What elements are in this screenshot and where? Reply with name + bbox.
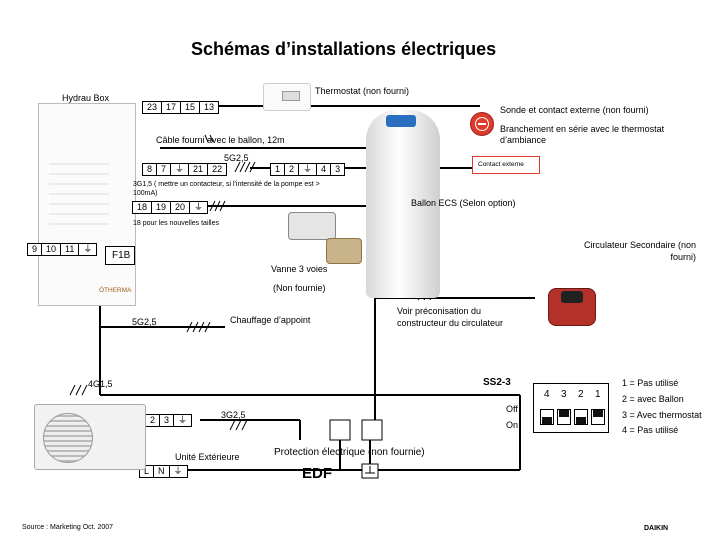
outdoor-unit-image (34, 404, 146, 470)
sonde-stop-icon (470, 112, 494, 136)
appoint-5g25-label: 5G2,5 (132, 317, 157, 327)
circulateur-pump-icon (548, 288, 596, 326)
dip-switch-block: 4 3 2 1 (533, 383, 609, 433)
thermostat-label: Thermostat (non fourni) (315, 86, 410, 96)
dip-legend-4: 4 = Pas utilisé (622, 425, 679, 435)
f1b-box: F1B (105, 246, 135, 265)
sonde-label: Sonde et contact externe (non fourni) (500, 105, 649, 115)
dip-legend-1: 1 = Pas utilisé (622, 378, 679, 388)
ballon-ecs-tank (366, 110, 440, 298)
outdoor-4g15-label: 4G1,5 (88, 379, 113, 389)
vanne-label: Vanne 3 voies (271, 264, 328, 274)
ballon-ecs-label: Ballon ECS (Selon option) (411, 198, 516, 208)
contact-externe-box: Contact externe (472, 156, 540, 174)
daikin-badge-icon (386, 115, 416, 127)
contacteur-note: 3G1,5 ( mettre un contacteur, si l'inten… (133, 181, 320, 198)
hydrau-box-brand: ÖTHERMA (99, 287, 132, 294)
terminal-strip-mid-right: 1 2 ⏚ 4 3 (270, 163, 346, 176)
terminal-strip-outdoor-bottom: L N ⏚ (139, 465, 188, 478)
vanne-motor-icon (288, 212, 336, 240)
on-label: On (506, 420, 519, 430)
dip-switch-4 (540, 409, 554, 425)
dip-switch-3 (557, 409, 571, 425)
chauffage-appoint-label: Chauffage d’appoint (230, 315, 311, 325)
dip-number-3: 3 (561, 389, 567, 400)
circulateur-label: Circulateur Secondaire (non fourni) (583, 240, 696, 262)
f1b-label: F1B (112, 250, 131, 261)
hydrau-box-vents (49, 163, 109, 225)
fan-grille-icon (43, 413, 93, 463)
terminal-strip-top: 23 17 15 13 (142, 101, 220, 114)
dip-legend-2: 2 = avec Ballon (622, 394, 684, 404)
edf-label: EDF (302, 465, 332, 482)
ss2-3-label: SS2-3 (483, 377, 511, 388)
dip-number-2: 2 (578, 389, 584, 400)
hydrau-box-unit: ÖTHERMA (38, 103, 136, 306)
vanne-note: (Non fournie) (273, 283, 326, 293)
dip-switch-1 (591, 409, 605, 425)
protection-label: Protection électrique (non fournie) (274, 447, 425, 458)
cable-label: Câble fourni avec le ballon, 12m (156, 135, 285, 145)
dip-switch-2 (574, 409, 588, 425)
dip-number-4: 4 (544, 389, 550, 400)
page-title: Schémas d’installations électriques (191, 39, 497, 59)
vanne-body-icon (326, 238, 362, 264)
terminal-strip-side: 9 10 11 ⏚ (27, 243, 98, 256)
outdoor-3g25-label: 3G2,5 (221, 410, 246, 420)
terminal-strip-low: 18 19 20 ⏚ (132, 201, 209, 214)
hydrau-box-label: Hydrau Box (62, 93, 110, 103)
voir-preconisation-label: Voir préconisation du constructeur du ci… (397, 306, 504, 328)
cable-5g25-label: 5G2,5 (224, 153, 249, 163)
thermostat-icon (263, 83, 311, 111)
dip-legend-3: 3 = Avec thermostat (622, 410, 702, 420)
branchement-label: Branchement en série avec le thermostat … (500, 124, 665, 146)
unite-exterieure-label: Unité Extérieure (175, 452, 240, 462)
source-footer: Source : Marketing Oct. 2007 (22, 524, 114, 531)
dip-number-1: 1 (595, 389, 601, 400)
off-label: Off (506, 404, 518, 414)
daikin-footer: DAIKIN (644, 525, 669, 532)
contact-externe-label: Contact externe (478, 161, 524, 168)
terminal-strip-mid: 8 7 ⏚ 21 22 (142, 163, 228, 176)
nouvelles-tailles-note: 18 pour les nouvelles tailles (133, 220, 219, 227)
